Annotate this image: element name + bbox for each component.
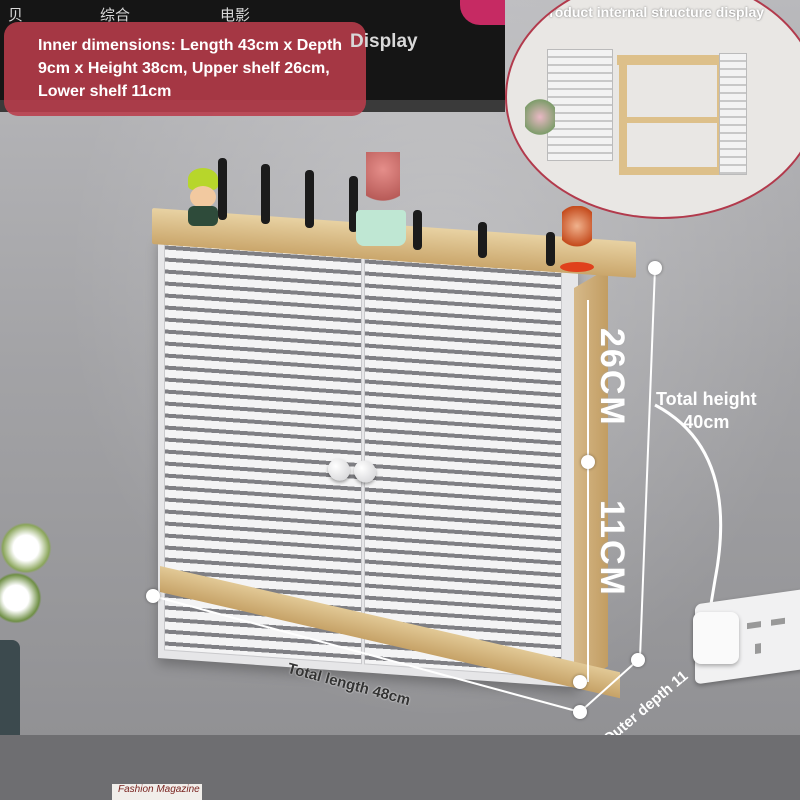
lower-shelf-dimension: 11CM (593, 500, 631, 597)
upper-shelf-dimension: 26CM (593, 328, 631, 427)
router-peg-7 (546, 232, 555, 266)
screen-text-2: 综合 (100, 7, 131, 24)
dimension-dot-shelf-mid (581, 455, 595, 469)
router-peg-3 (305, 170, 314, 228)
magazine: Fashion Magazine (112, 784, 202, 800)
router-peg-1 (218, 158, 227, 220)
figurine-left (180, 168, 228, 226)
inset-top-shelf (617, 55, 737, 65)
potted-plant (366, 152, 400, 210)
inset-flower-icon (525, 97, 555, 137)
dimension-dot-length-end (573, 705, 587, 719)
dimension-dot-depth-end (631, 653, 645, 667)
screen-text-1: 贝 (8, 7, 24, 24)
power-plug-adapter (693, 612, 739, 664)
inset-title: Product internal structure display (539, 4, 765, 20)
router-peg-2 (261, 164, 270, 224)
plant-pot (356, 210, 406, 246)
inner-dimensions-label: Inner dimensions: Length 43cm x Depth 9c… (4, 22, 366, 116)
vase (0, 640, 20, 750)
dimension-dot-height-top (648, 261, 662, 275)
inset-right-door (719, 53, 747, 175)
screen-text-3: 电影 (220, 7, 251, 24)
router-peg-5 (413, 210, 422, 250)
inset-bottom-shelf (619, 167, 725, 175)
router-peg-4 (349, 176, 358, 232)
white-flowers (0, 508, 66, 638)
dimension-dot-length-start (146, 589, 160, 603)
screen-pink-graphic (460, 0, 505, 25)
inset-left-door (547, 49, 613, 161)
router-peg-6 (478, 222, 487, 258)
dimension-dot-shelf-bottom (573, 675, 587, 689)
figurine-right (552, 206, 602, 274)
display-label: Display (350, 31, 418, 52)
total-height-label: Total height 40cm (656, 389, 757, 432)
inset-middle-shelf (619, 117, 725, 123)
internal-structure-inset: Product internal structure display (505, 0, 800, 219)
